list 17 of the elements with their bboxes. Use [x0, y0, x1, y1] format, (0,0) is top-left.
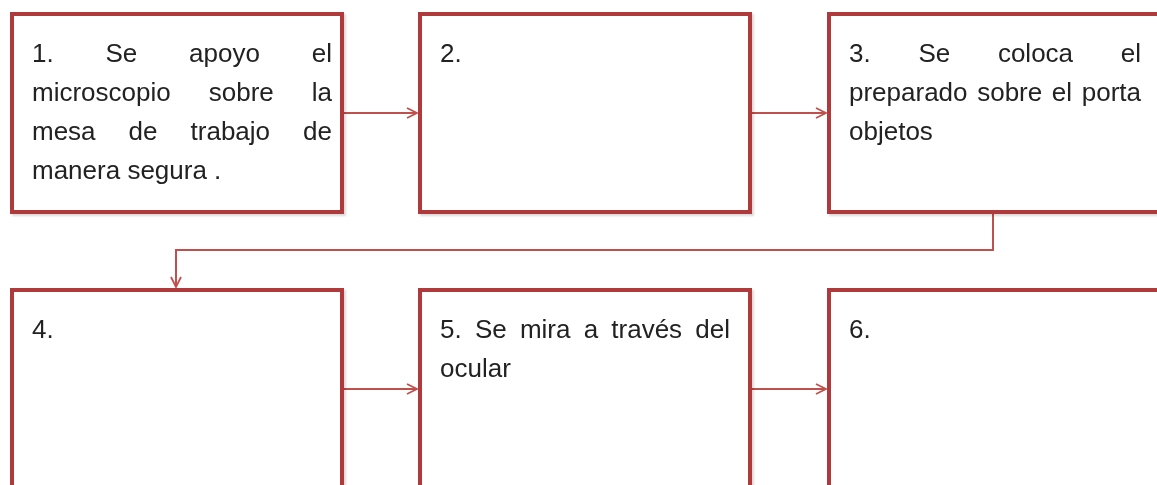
- step-text: 3. Se coloca el preparado sobre el porta objetos: [849, 37, 1141, 148]
- step-text: 1. Se apoyo el microscopio sobre la mesa de trabajo de manera segura .: [32, 37, 332, 187]
- step-box: [827, 12, 1157, 214]
- arrow: [343, 107, 418, 119]
- step-text: 5. Se mira a través del ocular: [440, 313, 730, 385]
- step-box: [827, 288, 1157, 485]
- arrow: [170, 213, 994, 288]
- arrow: [751, 107, 827, 119]
- arrow: [343, 383, 418, 395]
- step-box: [10, 12, 344, 214]
- step-text: 4.: [32, 313, 55, 346]
- step-box: [418, 12, 752, 214]
- step-box: [10, 288, 344, 485]
- arrow: [751, 383, 827, 395]
- step-text: 6.: [849, 313, 872, 346]
- step-text: 2.: [440, 37, 463, 70]
- step-box: [418, 288, 752, 485]
